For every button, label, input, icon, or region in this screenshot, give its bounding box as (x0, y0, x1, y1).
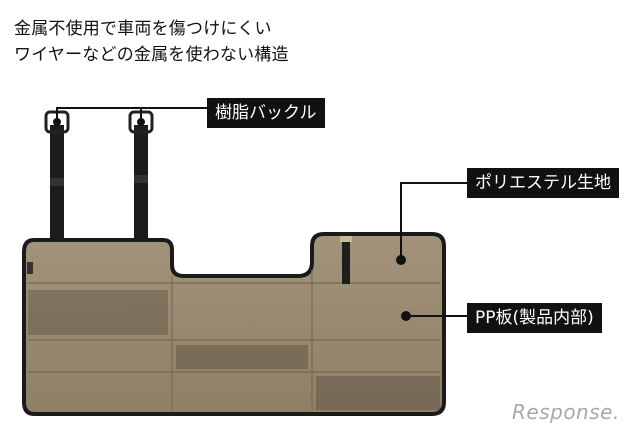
left-strap (44, 110, 70, 260)
label-pp-board: PP板(製品内部) (467, 303, 602, 333)
polyester-callout-line (396, 182, 467, 265)
pocket-strap (342, 236, 350, 284)
cover-body (22, 232, 446, 416)
headline-line-2: ワイヤーなどの金属を使わない構造 (14, 45, 289, 65)
strap-tag (340, 236, 352, 242)
side-tag (27, 262, 33, 274)
pp-callout-line (401, 311, 467, 321)
label-polyester-fabric: ポリエステル生地 (467, 168, 619, 198)
response-watermark: Response. (512, 400, 620, 424)
label-resin-buckle: 樹脂バックル (207, 98, 325, 128)
headline-line-1: 金属不使用で車両を傷つけにくい (14, 19, 272, 39)
quilting-seams (28, 270, 440, 410)
buckle-callout-line (53, 107, 207, 126)
fabric-shading (28, 290, 440, 410)
